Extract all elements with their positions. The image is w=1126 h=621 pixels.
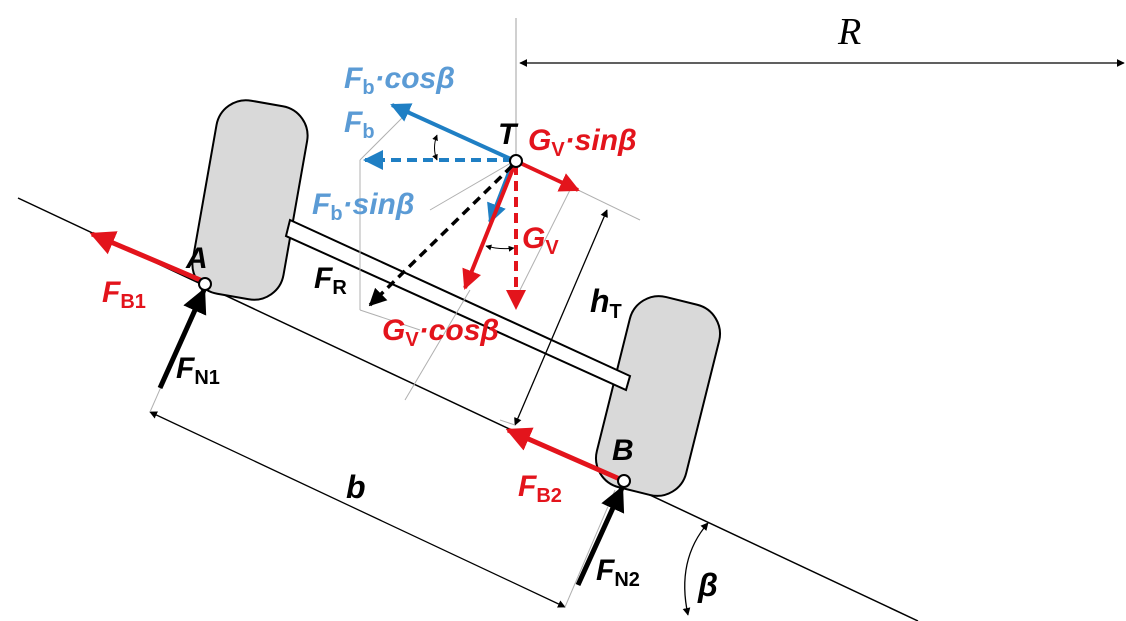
label-gv: GV bbox=[522, 222, 559, 259]
fn1-arrow bbox=[157, 287, 207, 390]
label-fb2: FB2 bbox=[518, 470, 562, 507]
gv-sin-arrow bbox=[517, 160, 580, 192]
fb2-arrow bbox=[505, 427, 624, 483]
label-gv-cos: GV·cosβ bbox=[382, 314, 499, 351]
label-fb1: FB1 bbox=[102, 276, 146, 313]
label-gv-sin: GV·sinβ bbox=[528, 124, 637, 161]
height-dimension-line bbox=[514, 209, 608, 426]
gv-cos-arrow bbox=[462, 165, 516, 290]
label-fb: Fb bbox=[344, 106, 375, 143]
fn2-arrow bbox=[575, 485, 625, 587]
wheel-front bbox=[191, 99, 309, 301]
label-ht: hT bbox=[590, 283, 622, 323]
label-fr: FR bbox=[314, 262, 347, 299]
label-a: A bbox=[185, 242, 208, 275]
label-r: R bbox=[837, 11, 861, 53]
label-b-wheelbase: b bbox=[346, 469, 366, 505]
label-beta: β bbox=[697, 567, 718, 603]
slope-angle-arc bbox=[682, 522, 709, 616]
label-fn1: FN1 bbox=[176, 352, 220, 389]
fb1-arrow bbox=[89, 231, 206, 285]
point-t bbox=[509, 154, 523, 168]
chassis-body bbox=[284, 218, 632, 392]
label-fb-sin: Fb·sinβ bbox=[312, 188, 415, 225]
label-fn2: FN2 bbox=[596, 554, 640, 591]
point-b bbox=[617, 474, 631, 488]
fr-arrow bbox=[368, 164, 514, 307]
label-b-point: B bbox=[612, 434, 634, 467]
small-angle-marker-top bbox=[432, 134, 438, 161]
point-a bbox=[198, 277, 212, 291]
label-t: T bbox=[498, 118, 519, 151]
fb-arrow bbox=[390, 103, 514, 162]
wheelbase-dimension-line bbox=[149, 411, 566, 608]
label-fb-cos: Fb·cosβ bbox=[344, 62, 455, 99]
small-angle-marker-bottom bbox=[485, 244, 515, 252]
